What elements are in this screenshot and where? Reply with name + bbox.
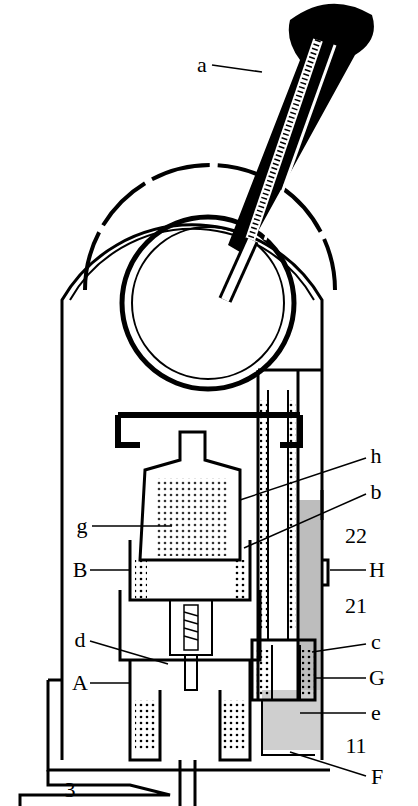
housing bbox=[20, 165, 335, 806]
spring bbox=[135, 560, 147, 598]
callout-letter: e bbox=[369, 701, 383, 725]
callout-letter: g bbox=[75, 514, 90, 538]
callout-letter: b bbox=[369, 480, 384, 504]
spring bbox=[260, 400, 268, 630]
ring bbox=[122, 217, 294, 389]
callout-letter: c bbox=[369, 630, 383, 654]
spring bbox=[155, 478, 227, 556]
callout-letter: 21 bbox=[343, 594, 369, 618]
screw-thread bbox=[184, 612, 198, 640]
callout-letter: A bbox=[70, 671, 90, 695]
spring bbox=[223, 700, 245, 750]
ring bbox=[132, 227, 284, 379]
callout-letter: a bbox=[195, 53, 209, 77]
lever-handle bbox=[225, 4, 374, 300]
callout-letter: d bbox=[73, 628, 88, 652]
callout-letter: 22 bbox=[343, 524, 369, 548]
spring bbox=[135, 700, 157, 750]
callout-letter: 3 bbox=[63, 778, 78, 802]
shaded-chamber bbox=[298, 500, 320, 700]
cylinder bbox=[252, 370, 328, 755]
spring bbox=[302, 650, 314, 695]
spring bbox=[288, 400, 296, 630]
screw bbox=[184, 605, 198, 650]
callout-letter: F bbox=[369, 765, 385, 789]
leader-line bbox=[90, 65, 366, 776]
callout-letter: 11 bbox=[343, 734, 368, 758]
callout-letter: G bbox=[367, 666, 387, 690]
callout-letter: B bbox=[71, 558, 90, 582]
spring bbox=[256, 650, 270, 695]
piston-assembly bbox=[118, 415, 300, 760]
callout-letter: h bbox=[369, 444, 384, 468]
spring bbox=[233, 560, 245, 598]
callout-letter: H bbox=[367, 558, 387, 582]
